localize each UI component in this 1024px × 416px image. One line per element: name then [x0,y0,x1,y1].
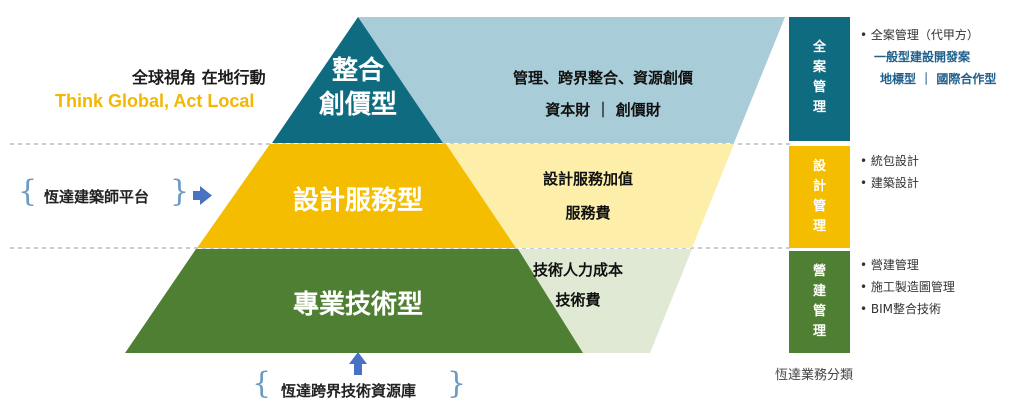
pyramid-bottom-label: 專業技術型 [292,290,423,320]
list-item-text: 地標型 ｜ 國際合作型 [880,72,997,86]
list-item: • BIM整合技術 [860,302,942,316]
pyramid-top [272,17,443,143]
architect-platform-label: 恆達建築師平台 [44,188,150,206]
pyramid-middle [197,144,516,248]
slogan-zh: 全球視角 在地行動 [132,68,266,87]
list-item: • 營建管理 [860,258,919,272]
list-item: 地標型 ｜ 國際合作型 [860,68,996,90]
list-item: • 施工製造圖管理 [860,280,955,294]
category-block-construction-management [789,251,850,353]
value-bottom-line2: 技術費 [555,291,601,309]
category-label-text: 營建管理 [812,264,826,339]
list-item-text: 建築設計 [870,176,919,190]
category-label-text: 全案管理 [812,40,826,115]
list-item-text: 營建管理 [870,258,919,272]
bottom-brace-open: { [252,366,272,401]
category-list-construction-management: • 營建管理 • 施工製造圖管理 • BIM整合技術 [860,254,955,320]
up-arrow-icon [349,352,367,375]
list-item: • 統包設計 [860,154,919,168]
pyramid-top-label-line1: 整合 [331,56,384,86]
value-band-bottom [491,249,692,353]
list-item-text: 統包設計 [870,154,919,168]
left-brace-open: { [18,174,38,209]
list-item-text: 一般型建設開發案 [874,50,971,64]
tech-resource-library-label: 恆達跨界技術資源庫 [281,382,417,400]
pyramid-top-label-line2: 創價型 [318,90,397,120]
pyramid-top-label: 整合 創價型 [310,54,406,122]
value-middle-line1: 設計服務加值 [542,170,633,188]
categories-caption: 恆達業務分類 [775,368,854,383]
pyramid-middle-label: 設計服務型 [292,186,423,216]
list-item-text: 全案管理（代甲方） [870,28,979,42]
value-bottom-line1: 技術人力成本 [532,261,623,279]
category-label-design-management: 設計管理 [789,157,850,237]
list-item: 一般型建設開發案 [860,46,996,68]
value-bottom-text: 技術人力成本 技術費 [508,255,648,315]
value-top-text: 管理、跨界整合、資源創價 資本財 ｜ 創價財 [468,62,738,126]
slogan-en: Think Global, Act Local [55,91,255,111]
list-item-text: 施工製造圖管理 [870,280,955,294]
category-list-full-management: • 全案管理（代甲方） 一般型建設開發案 地標型 ｜ 國際合作型 [860,24,996,90]
left-brace-close: } [170,174,190,209]
category-block-full-management [789,17,850,141]
category-label-text: 設計管理 [812,159,826,234]
value-top-line2: 資本財 ｜ 創價財 [545,101,661,119]
value-middle-line2: 服務費 [565,204,611,222]
list-item-text: BIM整合技術 [870,302,942,316]
bottom-brace-close: } [447,366,467,401]
list-item: • 全案管理（代甲方） [860,28,979,42]
value-middle-text: 設計服務加值 服務費 [503,162,673,230]
list-item: • 建築設計 [860,176,919,190]
value-top-line1: 管理、跨界整合、資源創價 [512,69,693,87]
pyramid-bottom [125,249,583,353]
right-arrow-icon [193,186,212,205]
category-label-full-management: 全案管理 [789,38,850,118]
category-label-construction-management: 營建管理 [789,262,850,342]
value-band-top [358,17,785,143]
category-block-design-management [789,146,850,248]
category-list-design-management: • 統包設計 • 建築設計 [860,150,919,194]
